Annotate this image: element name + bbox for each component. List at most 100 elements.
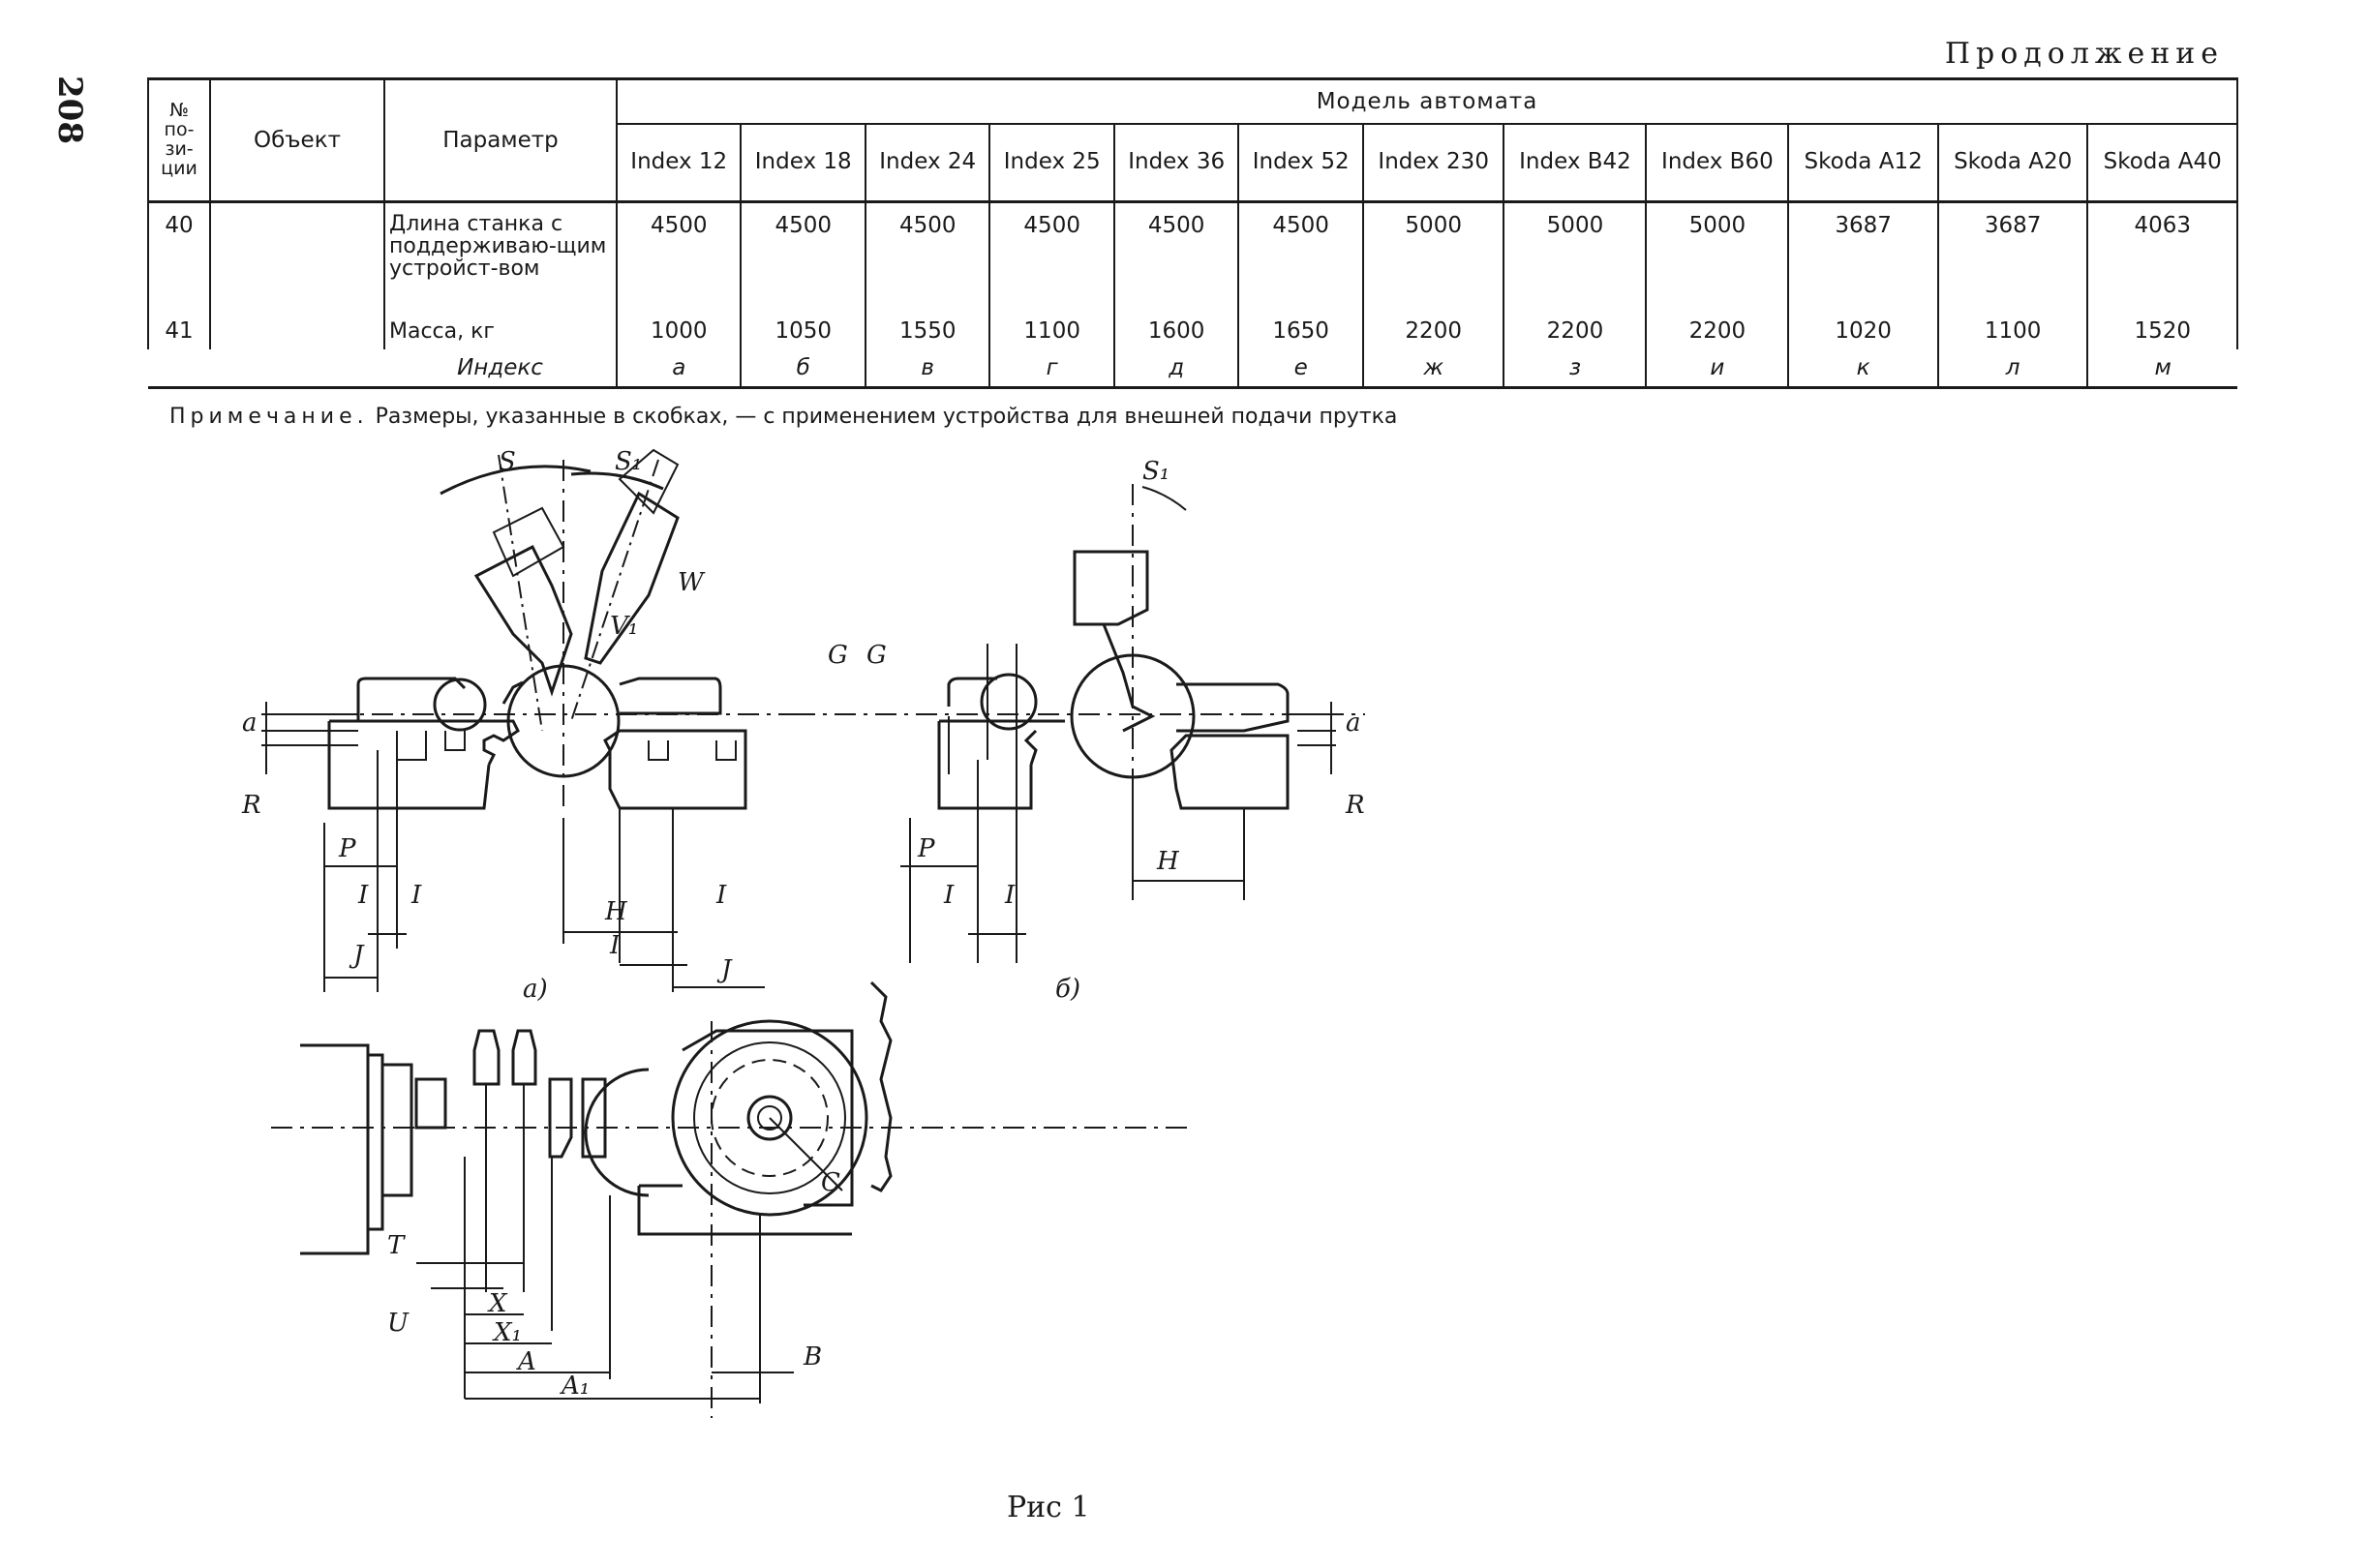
index-value: е [1237,348,1363,389]
index-row: Индекс а б в г д е ж з и к л м [148,348,2237,389]
row-value: 1100 [988,308,1115,349]
row-value: 5000 [1361,201,1505,309]
tool-t [472,1029,501,1086]
row-value: 4500 [988,201,1115,309]
row-value: 4500 [615,201,743,309]
label-a: a [1346,709,1361,738]
slot-left [396,731,466,761]
label-r: R [1345,791,1365,820]
tool-circle-b [980,673,1038,731]
row-value: 5000 [1503,201,1648,309]
index-value: г [988,348,1114,389]
label-w: W [678,568,706,597]
form-tool-holder-right [618,448,680,515]
workpiece-circle-b [1070,653,1196,779]
label-i: I [943,881,955,910]
angle-arc-s1 [570,471,664,491]
spindle-body [300,1043,370,1255]
header-model: Index 25 [988,124,1115,203]
row-pos: 40 [147,201,211,309]
label-r: R [241,791,261,820]
index-value: к [1787,348,1938,389]
label-p: P [338,834,356,863]
tool-x [511,1029,537,1086]
header-position: № по-зи-ции [147,77,211,203]
label-p: P [917,834,935,863]
note-label: Примечание. [169,405,369,429]
row-value: 4063 [2086,201,2238,309]
diagram-bottom [271,980,1191,1418]
header-model: Index B42 [1503,124,1648,203]
tool-slide-right [619,677,722,715]
header-model: Index 12 [615,124,743,203]
subfigure-a-label: а) [523,975,548,1004]
tool-slide-b-right [1176,682,1290,733]
form-tool-right [584,491,680,665]
index-value: ж [1361,348,1504,389]
tool-a [581,1077,607,1159]
label-i: I [357,881,369,910]
header-model: Index 24 [864,124,991,203]
table-note: Примечание. Размеры, указанные в скобках… [169,405,1397,429]
label-a1: A₁ [560,1372,590,1401]
slot-right [648,740,737,761]
row-value: 3687 [1787,201,1939,309]
dimension-labels: S S₁ W V₁ G G a R P I I J H I I J S₁ a R… [241,447,1365,1401]
label-u: U [387,1309,410,1338]
label-h: H [604,897,628,926]
angle-arc-s [440,465,592,496]
row-pos: 41 [147,308,211,349]
label-i: I [410,881,422,910]
row-value: 1550 [864,308,991,349]
tool-base-b-left [937,719,1065,810]
label-c: C [821,1168,840,1197]
header-model: Index B60 [1645,124,1790,203]
label-g: G [866,641,887,670]
row-object [209,308,385,349]
row-value: 5000 [1645,201,1790,309]
index-value: м [2086,348,2237,389]
index-value: л [1936,348,2088,389]
index-value: з [1503,348,1647,389]
label-i: I [715,881,727,910]
row-object [209,201,385,309]
tool-circle [433,678,487,732]
spec-table: № по-зи-ции Объект Параметр Модель автом… [147,77,2238,389]
index-value: в [864,348,990,389]
header-object: Объект [209,77,385,203]
cutoff-tool [1102,623,1156,733]
index-value: д [1112,348,1239,389]
header-model-group: Модель автомата [616,77,2238,125]
label-i: I [609,931,621,960]
figure-caption: Рис 1 [1007,1491,1090,1524]
label-s1: S₁ [1142,457,1169,486]
diagram-b [794,484,1365,963]
row-value: 2200 [1503,308,1648,349]
table-row: 41 Масса, кг 1000 1050 1550 1100 1600 16… [147,308,2238,349]
label-j: J [349,941,365,970]
label-i: I [1004,881,1016,910]
label-a-upper: A [516,1347,536,1376]
label-a: a [242,709,258,738]
bar-stock [584,1068,650,1197]
header-model: Index 18 [740,124,866,203]
row-value: 4500 [864,201,991,309]
row-value: 2200 [1361,308,1505,349]
figure-1: S S₁ W V₁ G G a R P I I J H I I J S₁ a R… [223,440,1384,1509]
row-value: 4500 [740,201,866,309]
continuation-label: Продолжение [1944,37,2224,71]
label-t: T [387,1231,406,1260]
header-model: Index 36 [1112,124,1240,203]
index-label: Индекс [384,348,617,389]
label-b: B [803,1342,822,1372]
label-s1: S₁ [615,447,642,476]
tool-base-b-right [1169,734,1290,810]
row-value: 1520 [2086,308,2238,349]
label-j: J [716,955,733,984]
tool-base-right [603,729,747,810]
row-value: 1000 [615,308,743,349]
technical-drawing: S S₁ W V₁ G G a R P I I J H I I J S₁ a R… [241,447,1365,1418]
label-g: G [828,641,848,670]
tool-base-left [327,719,520,810]
label-v1: V₁ [610,612,638,641]
